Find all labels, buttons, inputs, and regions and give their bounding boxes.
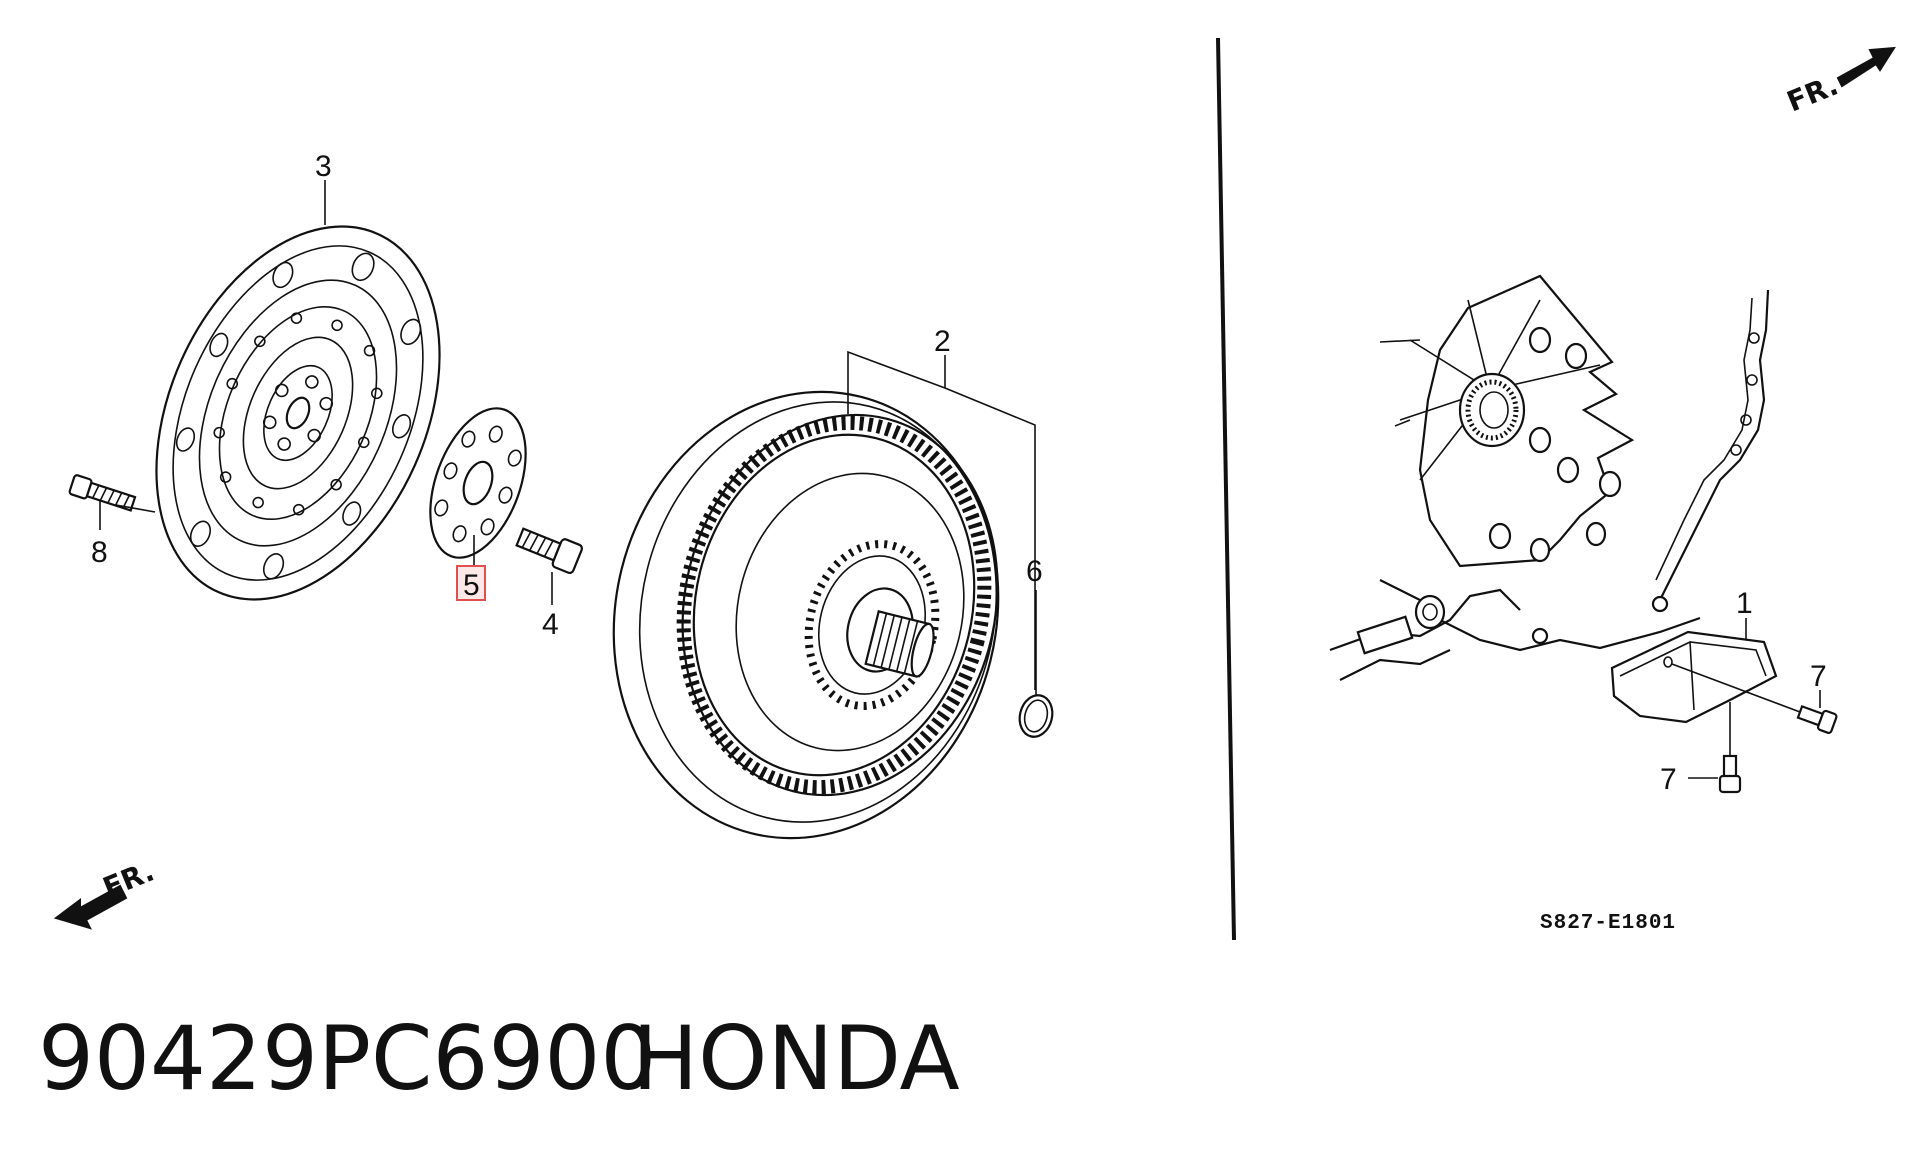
bolt-part-8[interactable] bbox=[68, 474, 156, 530]
callout-7-lower: 7 bbox=[1660, 763, 1677, 796]
callout-8: 8 bbox=[91, 536, 108, 569]
drive-plate-part-3[interactable] bbox=[101, 182, 494, 644]
bolt-part-4[interactable] bbox=[514, 523, 583, 605]
diagram-code: S827-E1801 bbox=[1540, 912, 1676, 935]
svg-text:FR.: FR. bbox=[98, 854, 158, 904]
callout-1: 1 bbox=[1736, 587, 1753, 620]
callout-3: 3 bbox=[315, 150, 332, 183]
bolt-part-7-lower[interactable] bbox=[1688, 702, 1742, 794]
front-direction-arrow-upper: FR. bbox=[1782, 46, 1896, 118]
callout-5: 5 bbox=[463, 569, 480, 602]
front-direction-arrow-lower: FR. bbox=[53, 854, 159, 930]
bolt-part-7-right[interactable] bbox=[1671, 663, 1838, 734]
torque-converter-part-2[interactable] bbox=[567, 351, 1045, 880]
svg-text:FR.: FR. bbox=[1782, 68, 1842, 118]
o-ring-part-6[interactable] bbox=[1015, 590, 1056, 740]
section-divider bbox=[1216, 37, 1236, 941]
cover-plate-part-1[interactable] bbox=[1610, 618, 1778, 724]
callout-5-highlight-box bbox=[456, 565, 486, 601]
transmission-housing bbox=[1329, 274, 1770, 681]
part-number-title: 90429PC6900 bbox=[38, 1007, 656, 1110]
callout-6: 6 bbox=[1026, 555, 1043, 588]
callout-7-right: 7 bbox=[1810, 660, 1827, 693]
callout-2: 2 bbox=[934, 325, 951, 358]
callout-4: 4 bbox=[542, 608, 559, 641]
washer-plate-part-5[interactable] bbox=[412, 395, 544, 570]
brand-title: HONDA bbox=[632, 1007, 960, 1110]
